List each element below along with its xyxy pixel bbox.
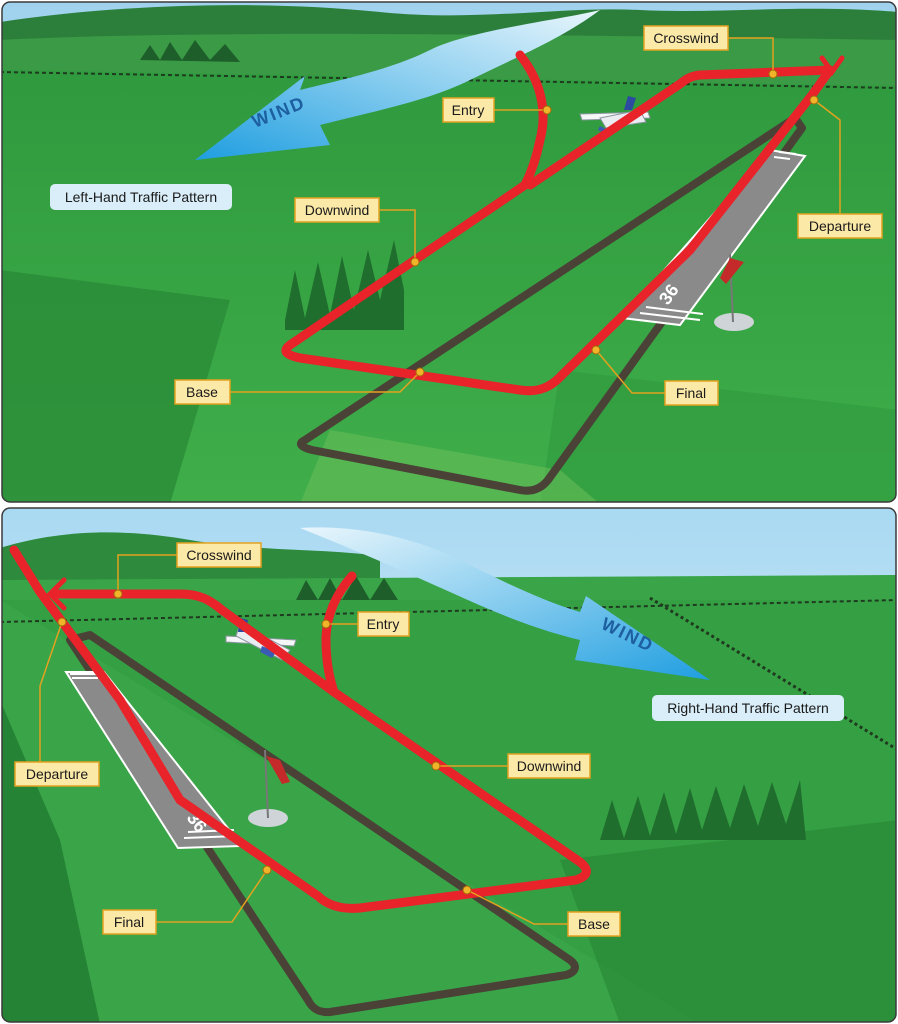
bottom-road — [649, 596, 896, 752]
svg-text:Left-Hand Traffic Pattern: Left-Hand Traffic Pattern — [65, 189, 217, 205]
bottom-panel-border — [1, 507, 897, 1023]
bottom-label-downwind: Downwind — [507, 753, 591, 779]
bottom-pattern-arrowhead — [46, 577, 67, 611]
top-label-final: Final — [664, 380, 719, 406]
svg-text:Base: Base — [578, 916, 610, 932]
top-label-crosswind: Crosswind — [643, 25, 729, 51]
bottom-tree-cluster — [600, 780, 806, 840]
bottom-label-entry: Entry — [357, 611, 410, 637]
svg-text:Base: Base — [186, 384, 218, 400]
top-field-patch-light — [300, 430, 600, 502]
bottom-windsock-pole — [264, 749, 269, 819]
top-pattern-arrowhead — [819, 55, 845, 77]
top-label-entry: Entry — [442, 97, 495, 123]
bottom-field-patch-lower — [560, 820, 896, 1022]
top-label-downwind: Downwind — [294, 197, 380, 223]
top-label-departure: Departure — [797, 213, 883, 239]
top-panel-border — [1, 1, 897, 503]
top-field-patch-right — [540, 370, 896, 502]
top-windsock-base — [714, 313, 754, 331]
top-pattern-title: Left-Hand Traffic Pattern — [50, 184, 232, 210]
svg-text:Entry: Entry — [367, 616, 400, 632]
bottom-label-crosswind: Crosswind — [176, 542, 262, 568]
top-panel: 36 WIND — [2, 2, 896, 502]
bottom-ground-track — [66, 631, 579, 1017]
svg-text:Departure: Departure — [26, 766, 88, 782]
top-pattern-path — [281, 50, 835, 396]
bottom-panel: 36 WIND — [2, 508, 896, 1022]
top-wind-arrow — [195, 10, 600, 160]
svg-text:Right-Hand Traffic Pattern: Right-Hand Traffic Pattern — [667, 700, 829, 716]
top-tree-line — [140, 40, 240, 62]
svg-text:Entry: Entry — [452, 102, 485, 118]
bottom-runway-threshold-far — [70, 673, 100, 679]
top-runway-threshold-near — [639, 306, 704, 321]
svg-text:Final: Final — [676, 385, 706, 401]
bottom-pattern-title: Right-Hand Traffic Pattern — [652, 695, 844, 721]
top-ground-track — [296, 114, 806, 495]
top-tree-cluster — [285, 240, 404, 330]
bottom-windsock — [266, 756, 290, 784]
bottom-label-departure: Departure — [14, 761, 100, 787]
bottom-label-base: Base — [567, 911, 621, 937]
bottom-leader-lines — [39, 554, 568, 925]
bottom-leader-dots — [57, 589, 472, 895]
svg-text:Downwind: Downwind — [305, 202, 370, 218]
top-runway-threshold-far — [773, 151, 797, 160]
top-leader-dots — [410, 69, 819, 377]
svg-text:Crosswind: Crosswind — [653, 30, 718, 46]
top-field-patch-left — [2, 270, 230, 502]
svg-text:Downwind: Downwind — [517, 758, 582, 774]
bottom-tree-line — [296, 576, 398, 600]
top-leader-lines — [230, 37, 841, 394]
top-label-base: Base — [174, 379, 231, 405]
svg-text:Final: Final — [114, 914, 144, 930]
top-windsock — [720, 258, 744, 284]
svg-text:Departure: Departure — [809, 218, 871, 234]
bottom-label-final: Final — [102, 909, 157, 935]
bottom-fence — [2, 599, 896, 623]
svg-text:Crosswind: Crosswind — [186, 547, 251, 563]
bottom-wind-arrow — [300, 527, 710, 680]
